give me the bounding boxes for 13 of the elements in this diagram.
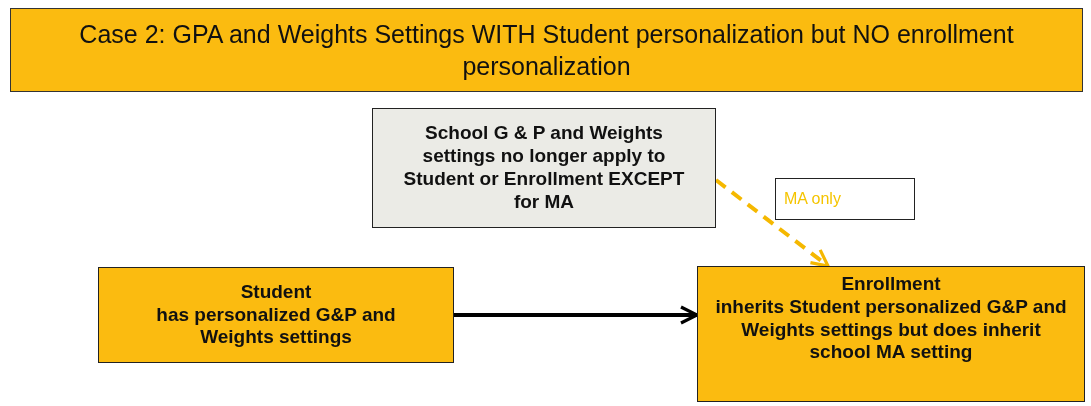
box-text: School G & P and Weights settings no longer apply to Student or Enrollment EXCEPT for MA	[403, 122, 685, 214]
arrow	[714, 178, 830, 268]
box-heading: Enrollment	[841, 273, 941, 296]
process-box	[697, 266, 1085, 402]
note-box	[775, 178, 915, 220]
box-heading: Student	[240, 280, 312, 304]
process-box	[98, 267, 454, 363]
title-banner: Case 2: GPA and Weights Settings WITH Student personalization but NO enrollment personalization	[10, 8, 1083, 92]
arrow	[454, 305, 699, 325]
box-text: inherits Student personalized G&P and Weights settings but does inherit school MA setting	[714, 295, 1068, 365]
box-text: has personalized G&P and Weights settings	[155, 303, 397, 350]
process-box	[372, 108, 716, 228]
box-text: MA only	[784, 189, 841, 209]
